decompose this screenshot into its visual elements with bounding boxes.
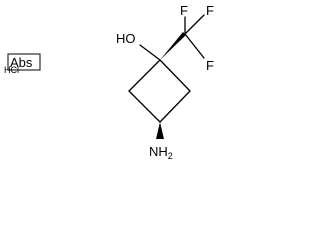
abs-stereo-flag: Abs HCl	[4, 53, 41, 75]
amine-subscript-label: 2	[168, 151, 173, 161]
abs-box	[7, 53, 41, 71]
c1-cf3-wedge-bond	[160, 32, 186, 60]
ring-bond-bottom-right	[159, 90, 191, 123]
c3-nh2-wedge-bond	[156, 122, 164, 139]
abs-label: Abs	[10, 55, 33, 70]
c1-oh-bond	[139, 44, 161, 61]
cf3-bond-right-top	[184, 14, 205, 35]
ring-bond-bottom-left	[128, 90, 161, 123]
trifluoromethyl-group	[184, 14, 205, 59]
fluorine-right-bottom-label: F	[206, 58, 214, 73]
cyclobutane-ring	[128, 59, 191, 123]
fluorine-right-top-label: F	[206, 3, 214, 18]
hydroxyl-label: HO	[116, 31, 136, 46]
fluorine-top-label: F	[180, 3, 188, 18]
molecule-canvas: Abs HCl HO F F F NH2	[4, 3, 214, 161]
ring-bond-top-right	[159, 59, 191, 92]
cf3-bond-right-bottom	[184, 33, 205, 59]
hcl-label: HCl	[4, 65, 19, 75]
ring-bond-top-left	[128, 59, 161, 92]
amine-main-label: NH	[149, 144, 168, 159]
amine-label: NH2	[149, 144, 173, 161]
